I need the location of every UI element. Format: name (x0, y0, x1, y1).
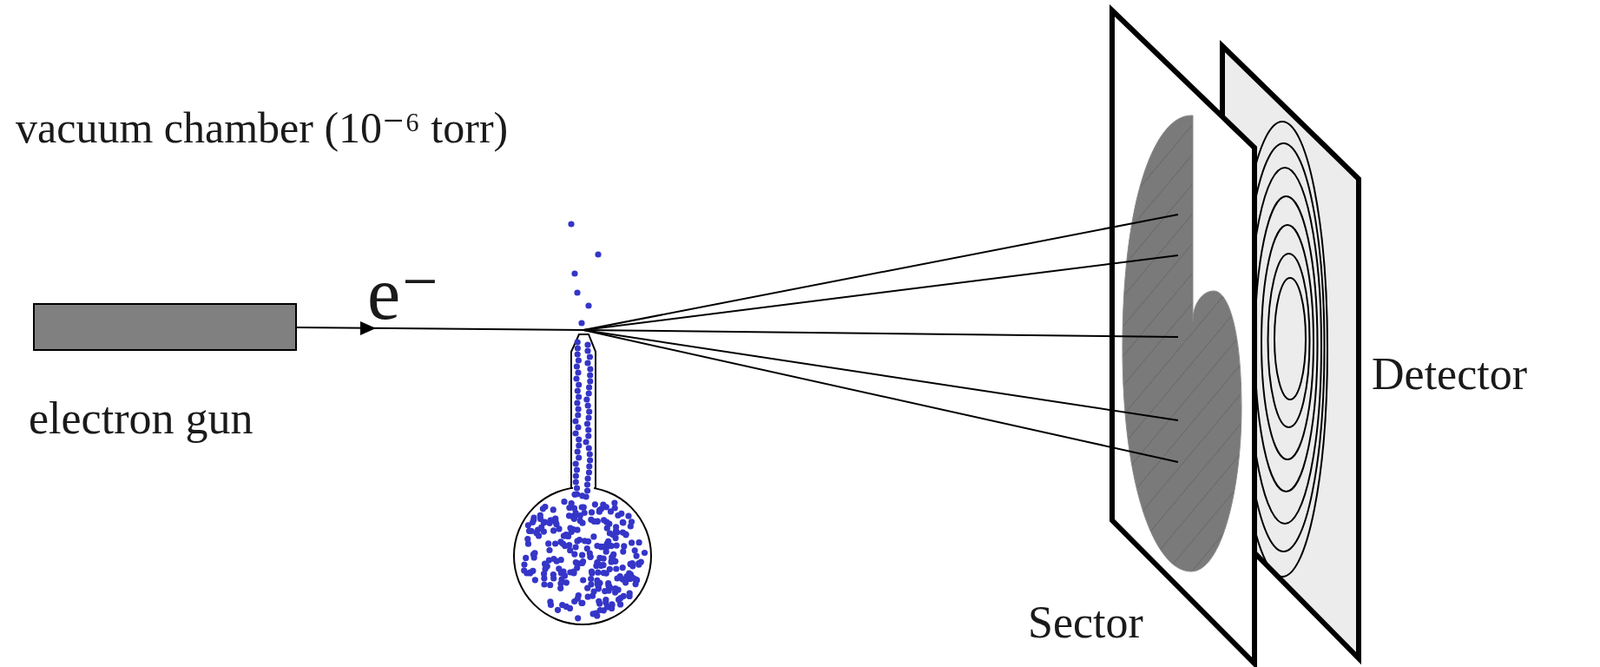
gas-molecules (520, 220, 648, 621)
chamber-label: vacuum chamber (10⁻⁶ torr) (15, 105, 508, 150)
gun-label: electron gun (28, 395, 253, 442)
flask-bulb (513, 487, 652, 625)
electron-symbol: e⁻ (367, 256, 441, 331)
flask-neck (571, 334, 596, 495)
scattered-rays (583, 214, 1179, 462)
rotating-sector (1122, 115, 1242, 572)
sector-label: Sector (1027, 599, 1144, 646)
electron-gun (33, 303, 297, 350)
detector-label: Detector (1371, 351, 1528, 397)
